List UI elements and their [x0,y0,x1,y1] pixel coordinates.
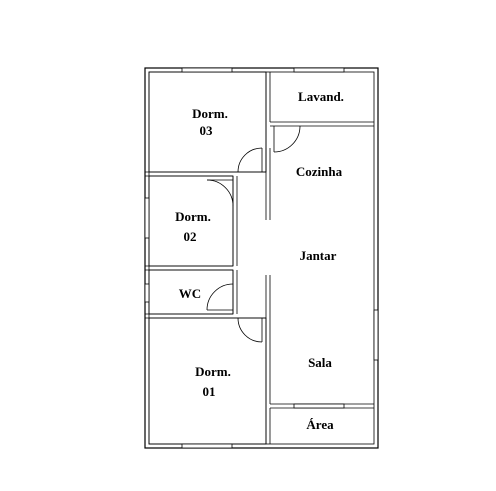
door-cozinha [273,125,301,153]
label-cozinha: Cozinha [296,164,343,179]
label-dorm03-line1: Dorm. [192,106,228,121]
window-wc [144,283,150,303]
label-dorm03-line2: 03 [200,123,214,138]
outer-wall [144,67,379,449]
label-dorm01-line1: Dorm. [195,364,231,379]
window-dorm02 [144,197,150,239]
wall-dorm01 [148,317,267,445]
door-wc [206,283,234,311]
label-lavanderia: Lavand. [298,89,344,104]
label-wc: WC [179,286,201,301]
window-area [293,403,345,409]
door-dorm03 [237,147,263,173]
label-dorm02-line2: 02 [184,229,197,244]
label-area: Área [306,417,334,432]
window-lavand [293,67,345,73]
window-dorm01 [181,443,233,449]
outer-wall-inner [148,71,375,445]
window-dorm03 [181,67,233,73]
label-dorm01-line2: 01 [203,384,216,399]
door-dorm01 [237,317,263,343]
window-sala [373,309,379,361]
label-jantar: Jantar [300,248,337,263]
wall-dorm03 [148,71,267,173]
label-sala: Sala [308,355,332,370]
label-dorm02-line1: Dorm. [175,209,211,224]
door-dorm02 [206,179,234,207]
